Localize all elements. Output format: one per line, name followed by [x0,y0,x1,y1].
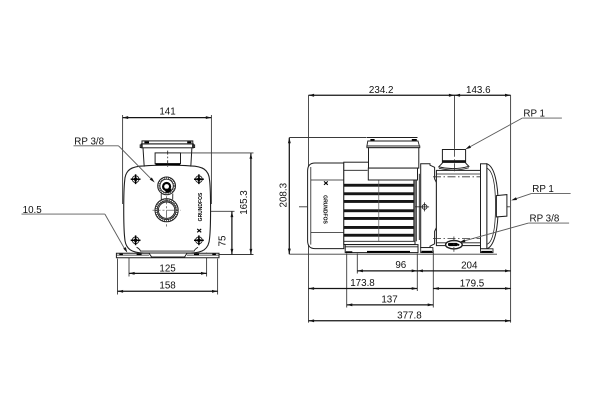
svg-text:158: 158 [159,280,176,291]
svg-text:143.6: 143.6 [466,85,491,96]
svg-text:10.5: 10.5 [23,205,43,216]
svg-text:179.5: 179.5 [460,278,485,289]
svg-text:141: 141 [159,107,175,118]
svg-text:165.3: 165.3 [239,190,250,215]
svg-text:GRUNDFOS: GRUNDFOS [198,192,204,221]
svg-text:234.2: 234.2 [369,85,394,96]
svg-text:RP 3/8: RP 3/8 [530,213,560,224]
svg-text:RP 3/8: RP 3/8 [74,136,104,147]
svg-text:137: 137 [381,294,397,305]
svg-text:75: 75 [217,235,228,246]
svg-text:GRUNDFOS: GRUNDFOS [322,195,328,224]
svg-text:204: 204 [461,260,478,271]
svg-text:125: 125 [159,263,176,274]
svg-text:96: 96 [395,260,406,271]
svg-text:173.8: 173.8 [350,278,375,289]
svg-text:377.8: 377.8 [397,311,422,322]
svg-text:208.3: 208.3 [278,182,289,207]
svg-text:RP 1: RP 1 [523,108,545,119]
svg-text:RP 1: RP 1 [532,184,554,195]
